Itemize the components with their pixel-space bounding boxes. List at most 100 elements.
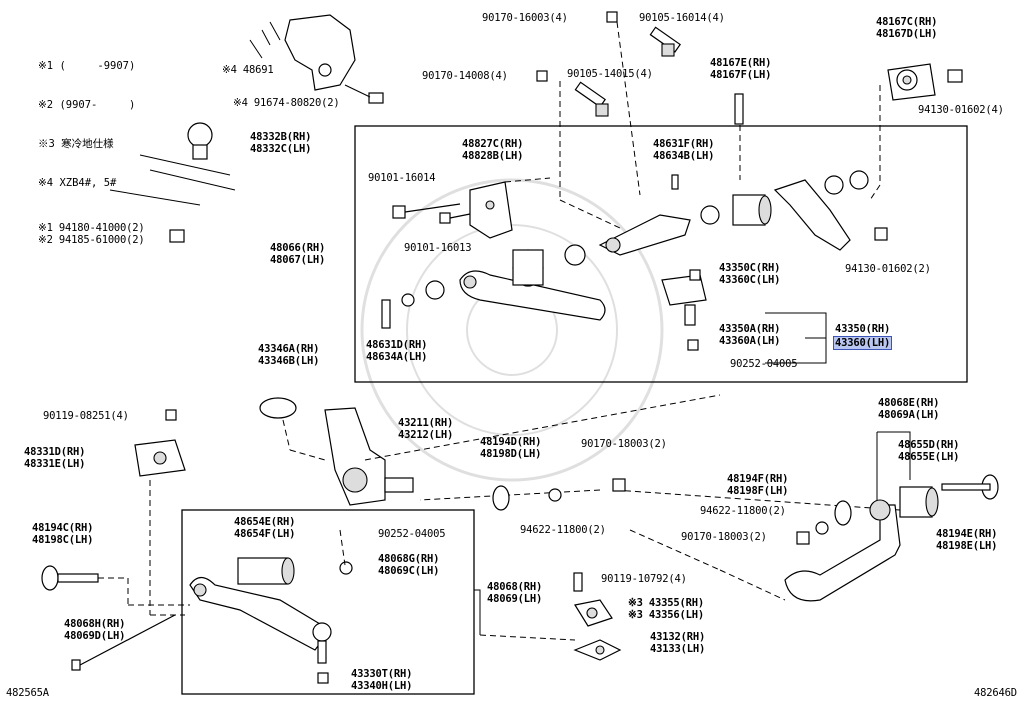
- notes-legend: ※1 ( -9907) ※2 (9907- ) ※3 寒冷地仕様 ※4 XZB4…: [38, 34, 135, 203]
- label-48194E: 48194E(RH) 48198E(LH): [936, 528, 998, 552]
- label-43350: 43350(RH): [835, 323, 891, 335]
- washer-e: [824, 175, 844, 195]
- label-48332B: 48332B(RH) 48332C(LH): [250, 131, 312, 155]
- label-43350A: 43350A(RH) 43360A(LH): [719, 323, 781, 347]
- label-90105-14015: 90105-14015(4): [567, 68, 653, 80]
- label-43132: 43132(RH) 43133(LH): [650, 631, 706, 655]
- label-94622-11800-a: 94622-11800(2): [520, 524, 606, 536]
- bolt-91674: [368, 92, 384, 104]
- bushing-2: [732, 194, 772, 226]
- label-94130-01602-2: 94130-01602(2): [845, 263, 931, 275]
- ball-joint-48332B: [109, 122, 236, 206]
- label-90170-14008: 90170-14008(4): [422, 70, 508, 82]
- bolt-90119-08251: [165, 409, 177, 421]
- cam-48194F: [834, 500, 852, 526]
- nut-48068G: [339, 561, 353, 575]
- bolt-48068H: [71, 614, 176, 671]
- label-90101-16014: 90101-16014: [368, 172, 436, 184]
- washer-b: [401, 293, 415, 307]
- ball-joint-43330T: [312, 622, 332, 684]
- nut-90170-18003-right: [796, 531, 810, 545]
- label-90252-04005-lower: 90252-04005: [378, 528, 446, 540]
- bushing-48655D: [899, 486, 939, 518]
- label-90105-16014: 90105-16014(4): [639, 12, 725, 24]
- cam-48194D: [492, 485, 510, 511]
- washer-94622: [548, 488, 562, 502]
- bracket-43355: [574, 599, 613, 627]
- washer-a: [564, 244, 586, 266]
- label-43350C: 43350C(RH) 43360C(LH): [719, 262, 781, 286]
- nut-90170-18003: [612, 478, 626, 492]
- label-48654E: 48654E(RH) 48654F(LH): [234, 516, 296, 540]
- label-48631D: 48631D(RH) 48634A(LH): [366, 339, 428, 363]
- highlight-43360[interactable]: 43360(LH): [832, 336, 893, 350]
- label-48194C: 48194C(RH) 48198C(LH): [32, 522, 94, 546]
- label-43360-highlighted[interactable]: 43360(LH): [832, 336, 893, 350]
- label-90119-08251: 90119-08251(4): [43, 410, 129, 422]
- nut-94180: [169, 229, 185, 243]
- label-90170-16003: 90170-16003(4): [482, 12, 568, 24]
- lower-arm-48068: [189, 576, 331, 651]
- washer-94622-right: [815, 521, 829, 535]
- label-48068G: 48068G(RH) 48069C(LH): [378, 553, 440, 577]
- upper-arm-group-box: [354, 125, 968, 383]
- label-48631F: 48631F(RH) 48634B(LH): [653, 138, 715, 162]
- label-90252-04005-upper: 90252-04005: [730, 358, 798, 370]
- bushing-48167C: [879, 63, 963, 185]
- bolt-48194E: [941, 474, 999, 500]
- washer-f: [849, 170, 869, 190]
- diagram-code-left: 482565A: [6, 687, 49, 699]
- label-48827C: 48827C(RH) 48828B(LH): [462, 138, 524, 162]
- note-2: ※2 (9907- ): [38, 99, 136, 111]
- upper-arm-48066: [459, 270, 606, 321]
- label-91674-80820: ※4 91674-80820(2): [233, 97, 340, 109]
- bolt-90105-14015: [536, 70, 609, 117]
- label-94180-41000: ※1 94180-41000(2) ※2 94185-61000(2): [38, 222, 145, 246]
- label-48167E: 48167E(RH) 48167F(LH): [710, 57, 772, 81]
- label-90119-10792: 90119-10792(4): [601, 573, 687, 585]
- watermark-emblem: [360, 178, 664, 482]
- bracket-48691: [249, 14, 356, 91]
- label-43355: ※3 43355(RH) ※3 43356(LH): [628, 597, 704, 621]
- label-48331D: 48331D(RH) 48331E(LH): [24, 446, 86, 470]
- bolt-48167E: [734, 93, 744, 180]
- bolt-90119-10792: [573, 572, 583, 592]
- upper-arm-bracket: [773, 179, 851, 251]
- label-48655D: 48655D(RH) 48655E(LH): [898, 439, 960, 463]
- label-94130-01602-4: 94130-01602(4): [918, 104, 1004, 116]
- ball-joint-43350: [661, 269, 707, 351]
- bushing-upper: [512, 249, 544, 287]
- bushing-48654E: [237, 557, 295, 585]
- steering-knuckle-43211: [324, 407, 414, 506]
- label-48068: 48068(RH) 48069(LH): [487, 581, 543, 605]
- bolt-48631D: [381, 299, 391, 329]
- washer-d: [700, 205, 720, 225]
- bracket-48827C: [469, 181, 513, 239]
- sensor-43132: [573, 639, 622, 661]
- washer-c: [425, 280, 445, 300]
- bumper-43346A: [259, 397, 297, 419]
- label-90170-18003-b: 90170-18003(2): [681, 531, 767, 543]
- note-4: ※4 XZB4#, 5#: [38, 177, 117, 189]
- lower-arm-48068E: [784, 499, 901, 602]
- label-48167C: 48167C(RH) 48167D(LH): [876, 16, 938, 40]
- label-48194F: 48194F(RH) 48198F(LH): [727, 473, 789, 497]
- label-48691: ※4 48691: [222, 64, 274, 76]
- shaft-48631F: [598, 174, 691, 256]
- lower-arm-group-box: [181, 509, 475, 695]
- label-48068H: 48068H(RH) 48069D(LH): [64, 618, 126, 642]
- label-48066: 48066(RH) 48067(LH): [270, 242, 326, 266]
- label-43330T: 43330T(RH) 43340H(LH): [351, 668, 413, 692]
- note-3: ※3 寒冷地仕様: [38, 138, 114, 150]
- label-43211: 43211(RH) 43212(LH): [398, 417, 454, 441]
- label-94622-11800-b: 94622-11800(2): [700, 505, 786, 517]
- note-1: ※1 ( -9907): [38, 60, 136, 72]
- label-48194D: 48194D(RH) 48198D(LH): [480, 436, 542, 460]
- diagram-code-right: 482646D: [974, 687, 1017, 699]
- bolts-90101: [392, 203, 471, 224]
- label-48068E: 48068E(RH) 48069A(LH): [878, 397, 940, 421]
- bracket-48331D: [134, 439, 186, 477]
- label-90101-16013: 90101-16013: [404, 242, 472, 254]
